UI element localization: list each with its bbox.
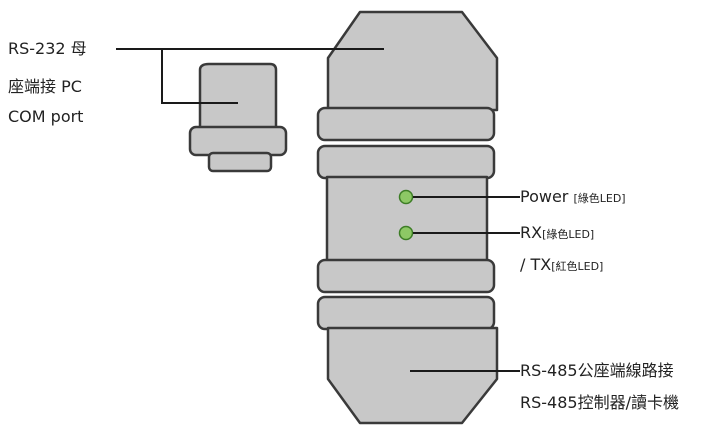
leader-rs232-connector bbox=[161, 49, 238, 104]
rs232-connector-flange bbox=[188, 125, 288, 157]
adapter-ring-1 bbox=[316, 106, 496, 142]
led-rxtx-icon bbox=[398, 225, 414, 241]
rs485-label-line2: RS-485控制器/讀卡機 bbox=[520, 393, 679, 412]
rx-led-label: RX[綠色LED] bbox=[520, 220, 594, 248]
adapter-ring-2 bbox=[316, 144, 496, 180]
rs485-label-line1: RS-485公座端線路接 bbox=[520, 361, 674, 380]
power-led-label: Power [綠色LED] bbox=[520, 184, 626, 212]
tx-led-label: / TX[紅色LED] bbox=[520, 252, 603, 280]
rx-label-text: RX bbox=[520, 223, 543, 242]
tx-label-color-note: [紅色LED] bbox=[551, 260, 604, 273]
rs232-label-line2: 座端接 PC bbox=[8, 77, 82, 96]
rx-label-color-note: [綠色LED] bbox=[542, 228, 595, 241]
adapter-bottom-cap bbox=[326, 326, 499, 425]
adapter-top-cap bbox=[326, 10, 499, 112]
adapter-ring-4 bbox=[316, 295, 496, 331]
rs232-label-line1: RS-232 母 bbox=[8, 39, 87, 58]
power-label-color-note: [綠色LED] bbox=[573, 192, 626, 205]
rs232-connector-tail bbox=[207, 151, 273, 173]
adapter-ring-3 bbox=[316, 258, 496, 294]
led-power-icon bbox=[398, 189, 414, 205]
rs232-label-line3: COM port bbox=[8, 107, 84, 126]
power-label-text: Power bbox=[520, 187, 569, 206]
tx-label-text: / TX bbox=[520, 255, 552, 274]
rs232-connector-plug bbox=[198, 62, 278, 132]
